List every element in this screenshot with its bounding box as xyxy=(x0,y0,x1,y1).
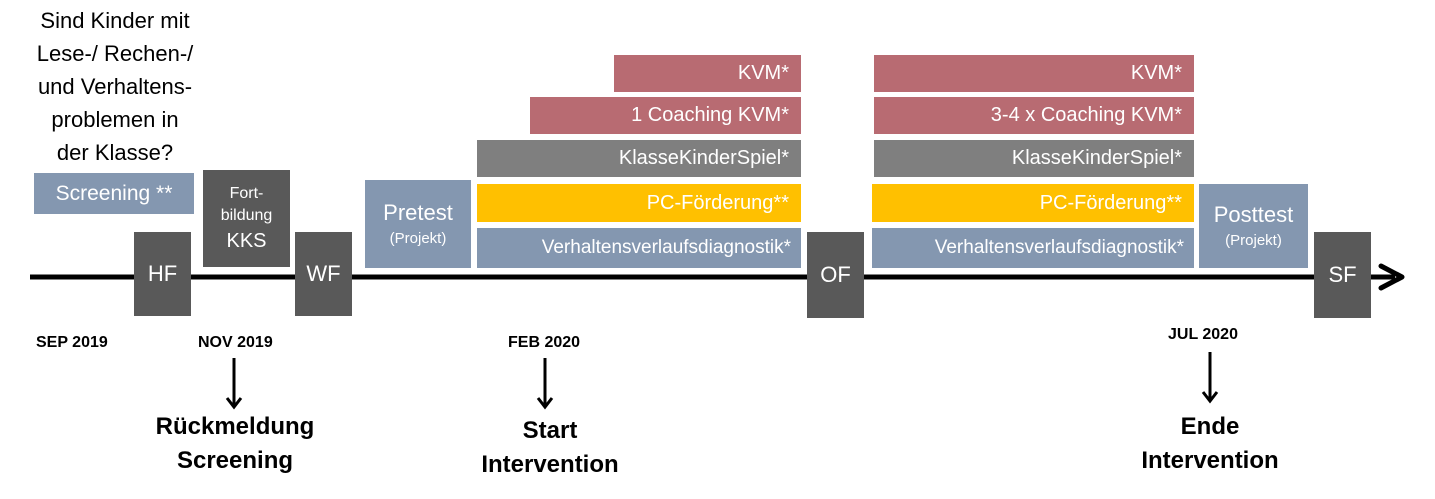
phase1-vvd-label: Verhaltensverlaufsdiagnostik* xyxy=(541,237,791,258)
phase2-vvd-bar: Verhaltensverlaufsdiagnostik* xyxy=(872,228,1194,268)
phase1-vvd-bar: Verhaltensverlaufsdiagnostik* xyxy=(477,228,801,268)
milestone-line: Screening xyxy=(176,447,294,474)
fortbildung-line: Fort- xyxy=(229,184,264,202)
milestone-ende: Ende Intervention xyxy=(1100,410,1320,478)
phase2-pc-label: PC-Förderung** xyxy=(1039,191,1182,214)
date-feb-2020: FEB 2020 xyxy=(508,334,581,351)
phase2-kks-label: KlasseKinderSpiel* xyxy=(1011,147,1182,169)
marker-wf-label: WF xyxy=(306,261,341,286)
question-line: problemen in xyxy=(51,107,179,132)
marker-wf: WF xyxy=(295,232,352,316)
phase2-coaching-bar: 3-4 x Coaching KVM* xyxy=(874,97,1194,134)
marker-hf-label: HF xyxy=(147,261,178,286)
milestone-line: Intervention xyxy=(481,451,619,478)
phase1-coaching-label: 1 Coaching KVM* xyxy=(631,104,789,126)
phase1-coaching-bar: 1 Coaching KVM* xyxy=(530,97,801,134)
arrow-head-icon xyxy=(1378,263,1405,291)
phase2-kvm-bar: KVM* xyxy=(874,55,1194,92)
marker-of-label: OF xyxy=(820,262,851,287)
posttest-label: Posttest xyxy=(1213,202,1294,227)
screening-box: Screening ** xyxy=(34,173,194,214)
question-line: der Klasse? xyxy=(56,140,174,165)
phase2-coaching-label: 3-4 x Coaching KVM* xyxy=(990,104,1182,126)
date-sep-2019: SEP 2019 xyxy=(36,334,108,351)
screening-label: Screening ** xyxy=(55,181,173,205)
phase1-pc-bar: PC-Förderung** xyxy=(477,184,801,222)
fortbildung-line: KKS xyxy=(226,229,267,252)
marker-sf-label: SF xyxy=(1328,262,1357,287)
phase2-pc-bar: PC-Förderung** xyxy=(872,184,1194,222)
marker-sf: SF xyxy=(1314,232,1371,318)
milestone-line: Start xyxy=(522,417,578,444)
question-line: Sind Kinder mit xyxy=(40,8,190,33)
date-nov-2019: NOV 2019 xyxy=(198,334,273,351)
question-text: Sind Kinder mit Lese-/ Rechen-/ und Verh… xyxy=(10,4,220,169)
marker-hf: HF xyxy=(134,232,191,316)
phase1-kks-label: KlasseKinderSpiel* xyxy=(618,147,789,169)
phase1-kks-bar: KlasseKinderSpiel* xyxy=(477,140,801,177)
pretest-sub: (Projekt) xyxy=(389,230,447,247)
phase1-kvm-bar: KVM* xyxy=(614,55,801,92)
down-arrow-icon xyxy=(1201,352,1219,404)
milestone-line: Intervention xyxy=(1141,447,1279,474)
fortbildung-line: bildung xyxy=(220,206,273,224)
phase2-kks-bar: KlasseKinderSpiel* xyxy=(874,140,1194,177)
phase1-pc-label: PC-Förderung** xyxy=(646,191,789,214)
posttest-box: Posttest (Projekt) xyxy=(1199,184,1308,268)
phase2-vvd-label: Verhaltensverlaufsdiagnostik* xyxy=(934,237,1184,258)
question-line: Lese-/ Rechen-/ xyxy=(36,41,194,66)
date-jul-2020: JUL 2020 xyxy=(1168,326,1238,343)
milestone-rueckmeldung: Rückmeldung Screening xyxy=(120,410,350,478)
milestone-start: Start Intervention xyxy=(440,414,660,482)
fortbildung-box: Fort- bildung KKS xyxy=(203,170,290,267)
down-arrow-icon xyxy=(536,358,554,410)
down-arrow-icon xyxy=(225,358,243,410)
posttest-sub: (Projekt) xyxy=(1225,232,1282,249)
timeline-arrow xyxy=(30,263,1405,291)
marker-of: OF xyxy=(807,232,864,318)
pretest-label: Pretest xyxy=(383,200,453,225)
phase1-kvm-label: KVM* xyxy=(737,62,789,84)
phase2-kvm-label: KVM* xyxy=(1130,62,1182,84)
milestone-line: Rückmeldung xyxy=(155,413,315,440)
question-line: und Verhaltens- xyxy=(37,74,193,99)
milestone-line: Ende xyxy=(1180,413,1240,440)
pretest-box: Pretest (Projekt) xyxy=(365,180,471,268)
